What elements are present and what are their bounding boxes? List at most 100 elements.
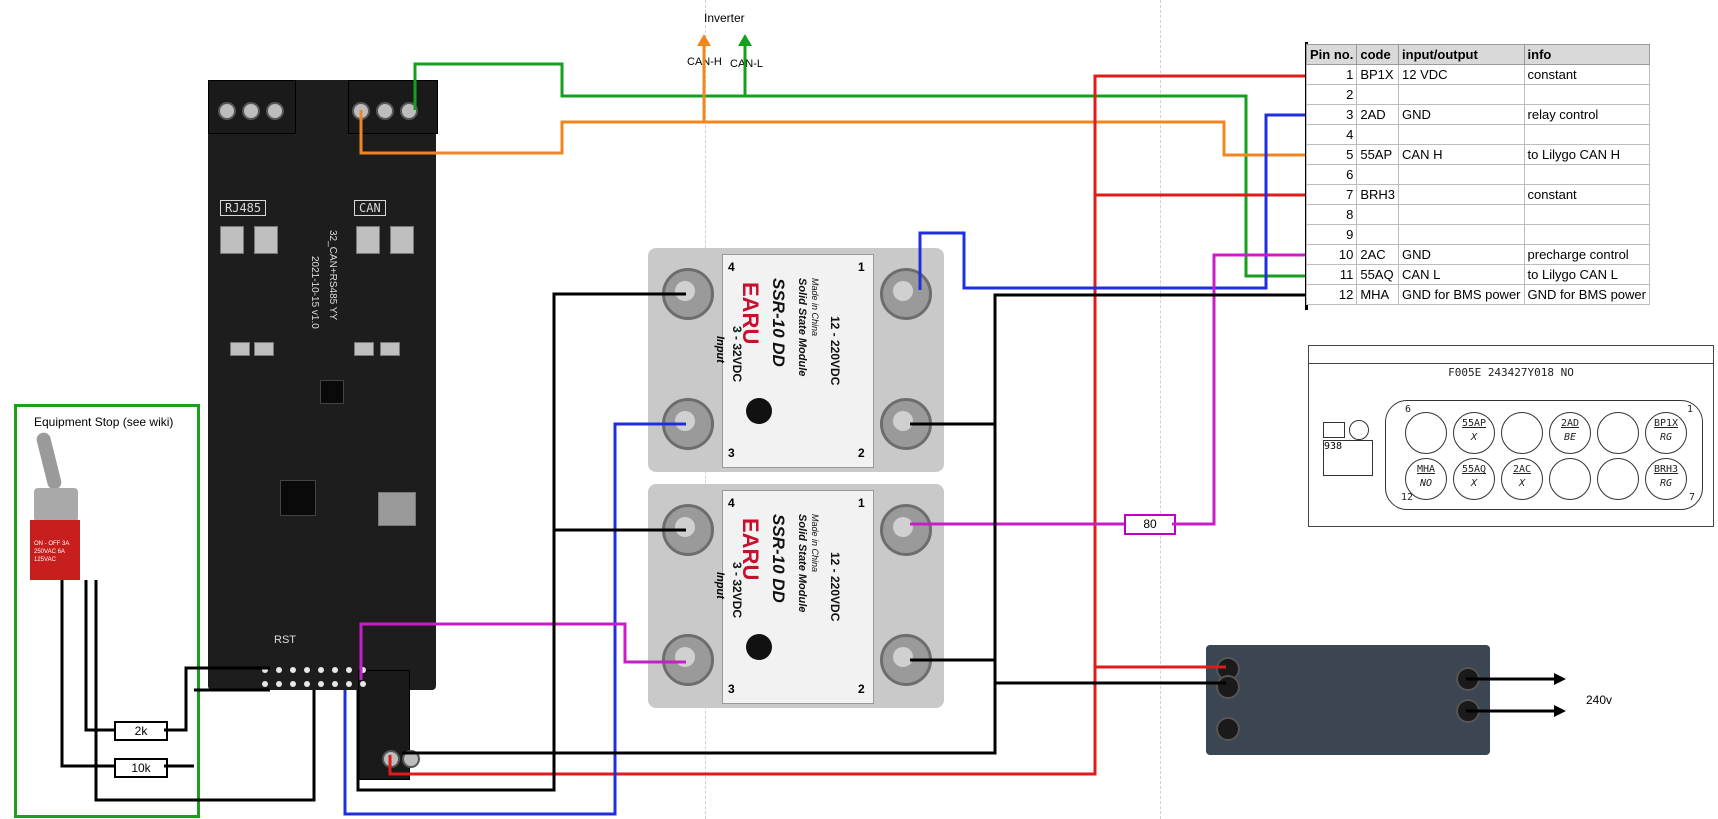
pin-number-cell: 11 xyxy=(1305,264,1358,285)
connector-pin xyxy=(1597,412,1639,454)
pin-code-cell xyxy=(1356,84,1400,105)
header-pin xyxy=(332,681,338,687)
header-info: info xyxy=(1523,44,1651,65)
rj485-label: RJ485 xyxy=(220,200,267,216)
pin-table-row: 2 xyxy=(1305,84,1651,105)
connector-title-bar xyxy=(1309,346,1713,364)
pin-code-cell: MHA xyxy=(1356,284,1400,305)
pin-number-cell: 1 xyxy=(1305,64,1358,85)
pin-io-cell: CAN L xyxy=(1398,264,1525,285)
pin-label-1: 1 xyxy=(1687,404,1694,415)
terminal-screw xyxy=(266,102,284,120)
pin-code-cell xyxy=(1356,164,1400,185)
connector-pin-wire: X xyxy=(1470,478,1478,489)
pin-number-cell: 10 xyxy=(1305,244,1358,265)
grid-line xyxy=(1160,0,1161,819)
usb-c-port xyxy=(378,492,416,526)
can-label: CAN xyxy=(354,200,386,216)
pin-number-cell: 5 xyxy=(1305,144,1358,165)
wire-precharge-input xyxy=(359,622,686,680)
inverter-label: Inverter xyxy=(704,11,745,25)
header-pin xyxy=(262,667,268,673)
relay-component xyxy=(356,226,380,254)
header-pin xyxy=(276,681,282,687)
pin-code-cell: 2AC xyxy=(1356,244,1400,265)
header-pin xyxy=(360,681,366,687)
connector-pin: 55AP X xyxy=(1453,412,1495,454)
ssr-term-2-label: 2 xyxy=(858,446,865,460)
connector-pin-code: 55AQ xyxy=(1461,464,1487,475)
mains-voltage-label: 240v xyxy=(1586,693,1613,707)
pin-io-cell: GND xyxy=(1398,244,1525,265)
pin-info-cell xyxy=(1523,224,1651,245)
pin-table-row: 9 xyxy=(1305,224,1651,245)
terminal-screw xyxy=(218,102,236,120)
pin-info-cell xyxy=(1523,124,1651,145)
ssr-terminal-1 xyxy=(880,268,932,320)
connector-pin xyxy=(1549,458,1591,500)
power-supply-module xyxy=(1206,645,1490,755)
pin-table-header: Pin no. code input/output info xyxy=(1305,44,1651,65)
pin-info-cell: relay control xyxy=(1523,104,1651,125)
ssr-face xyxy=(722,254,874,468)
smd-component xyxy=(354,342,374,356)
header-code: code xyxy=(1356,44,1400,65)
wire-estop-2 xyxy=(164,666,270,732)
pin-info-cell: constant xyxy=(1523,64,1651,85)
header-pin xyxy=(290,681,296,687)
pin-io-cell: 12 VDC xyxy=(1398,64,1525,85)
terminal-screw xyxy=(376,102,394,120)
psu-terminal xyxy=(1216,675,1240,699)
ssr-relay-top: EARU SSR-10 DD Solid State Module Made i… xyxy=(648,248,944,472)
header-pin xyxy=(332,667,338,673)
pin-info-cell xyxy=(1523,204,1651,225)
wire-12v-pin1 xyxy=(388,74,1316,776)
header-pin xyxy=(318,681,324,687)
pin-code-cell: 2AD xyxy=(1356,104,1400,125)
connector-pin-wire: X xyxy=(1470,432,1478,443)
arrow-can-l xyxy=(738,34,752,46)
wire-ssr-input-neg xyxy=(356,292,686,792)
pin-number-cell: 4 xyxy=(1305,124,1358,145)
connector-pin-code: BP1X xyxy=(1653,418,1679,429)
pin-io-cell: CAN H xyxy=(1398,144,1525,165)
pin-number-cell: 3 xyxy=(1305,104,1358,125)
toggle-switch-body xyxy=(30,520,80,580)
header-pin xyxy=(304,681,310,687)
pin-number-cell: 6 xyxy=(1305,164,1358,185)
pin-number-cell: 12 xyxy=(1305,284,1358,305)
connector-pin-wire: NO xyxy=(1419,478,1433,489)
connector-pin xyxy=(1597,458,1639,500)
arrow-can-h xyxy=(697,34,711,46)
pin-io-cell xyxy=(1398,224,1525,245)
connector-pin-wire: X xyxy=(1518,478,1526,489)
connector-pin: 55AQ X xyxy=(1453,458,1495,500)
pin-info-cell xyxy=(1523,84,1651,105)
equipment-stop-label: Equipment Stop (see wiki) xyxy=(34,415,174,429)
pin-label-6: 6 xyxy=(1405,404,1412,415)
connector-housing xyxy=(1385,400,1703,510)
ssr-term-1-label: 1 xyxy=(858,496,865,510)
connector-pin-code: 55AP xyxy=(1461,418,1487,429)
resistor-10k: 10k xyxy=(114,758,168,778)
pin-code-cell xyxy=(1356,204,1400,225)
pin-code-cell xyxy=(1356,224,1400,245)
ssr-face xyxy=(722,490,874,704)
pin-io-cell xyxy=(1398,124,1525,145)
wire-estop-5 xyxy=(94,580,316,802)
pin-io-cell xyxy=(1398,164,1525,185)
arrow-mains-2 xyxy=(1554,705,1566,717)
ssr-term-2-label: 2 xyxy=(858,682,865,696)
pin-label-7: 7 xyxy=(1689,492,1696,503)
ssr-terminal-1 xyxy=(880,504,932,556)
connector-key-round xyxy=(1349,420,1369,440)
pin-code-cell xyxy=(1356,124,1400,145)
